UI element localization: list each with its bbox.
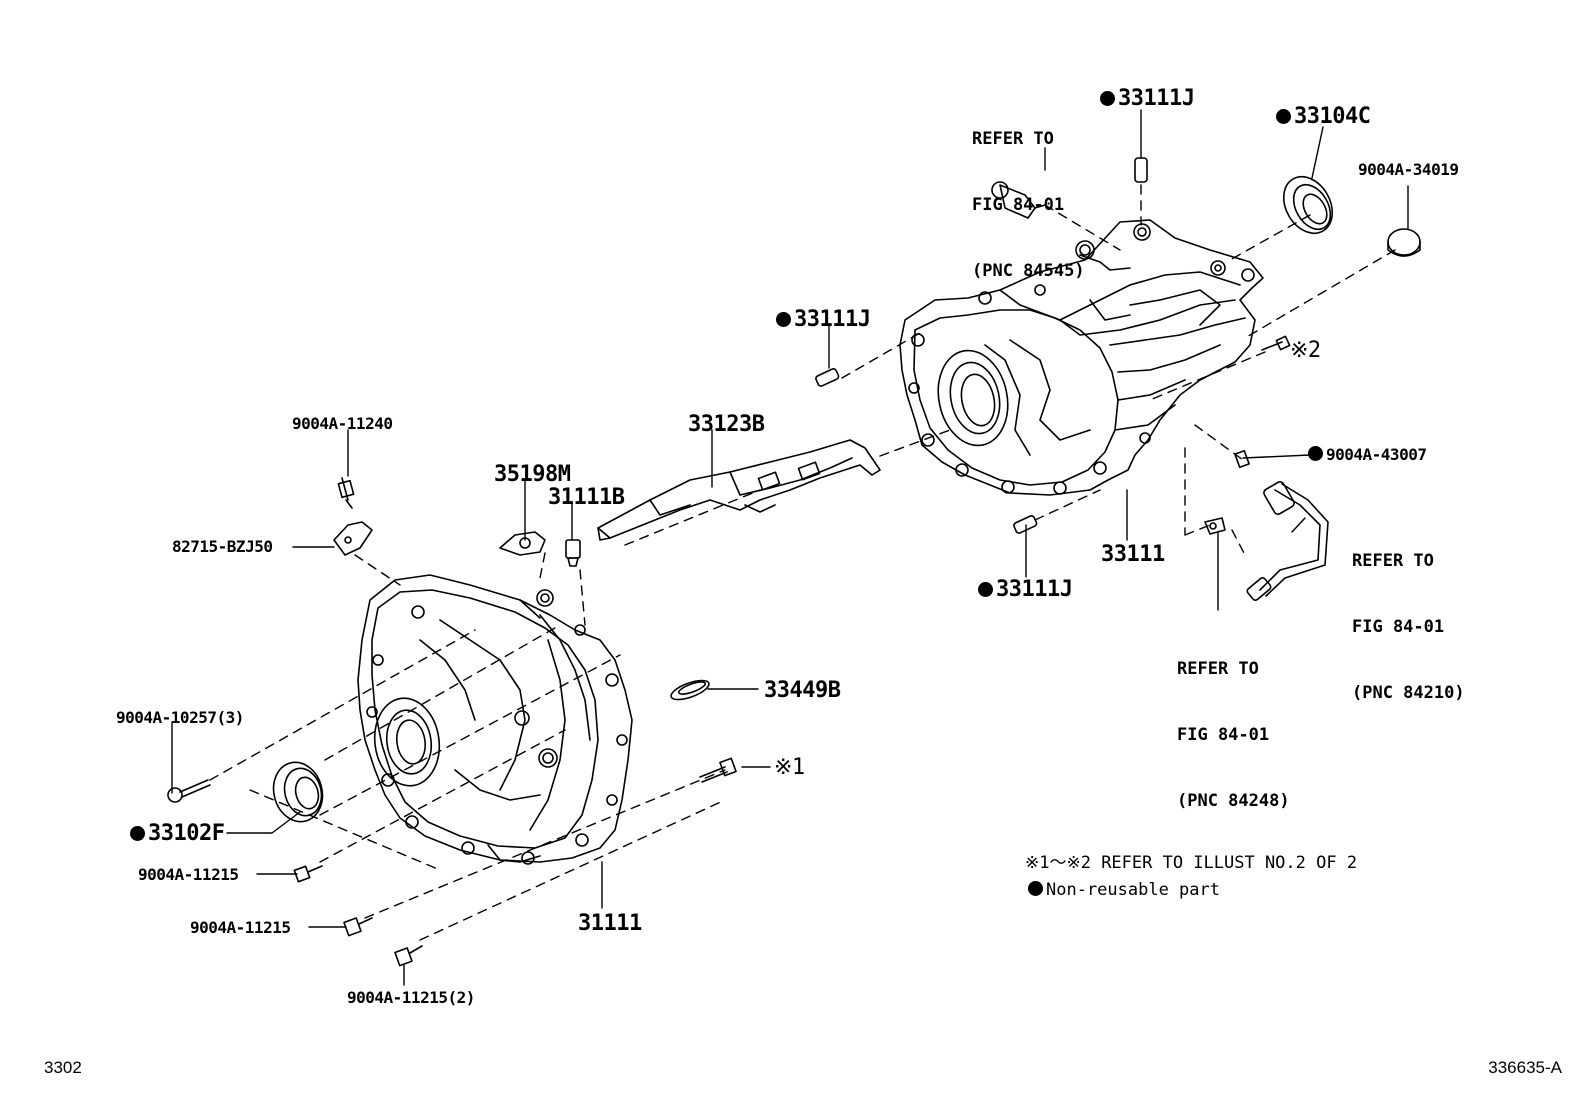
label-33111J-mid: 33111J <box>776 309 871 331</box>
label-9004A-10257: 9004A-10257(3) <box>116 708 244 727</box>
label-33104C: 33104C <box>1276 106 1371 128</box>
footer-left-code: 3302 <box>44 1058 82 1077</box>
transmission-case-33111 <box>899 219 1264 496</box>
non-reusable-dot-icon <box>1028 881 1043 896</box>
label-9004A-11215-b: 9004A-11215 <box>190 918 291 937</box>
pin-33111J-mid <box>815 368 840 387</box>
bolt-9004A-11215-b <box>343 917 373 937</box>
oil-seal-33102F <box>272 761 324 823</box>
oil-seal-33104C <box>1282 175 1334 235</box>
plug-9004A-34019 <box>1387 228 1421 257</box>
label-note1: ※1 <box>774 755 805 780</box>
refer-84210-line2: FIG 84-01 <box>1352 617 1445 637</box>
guide-rail-33123B <box>597 439 881 541</box>
refer-84210-line3: (PNC 84210) <box>1352 683 1465 703</box>
legend-note-line: ※1～※2 REFER TO ILLUST NO.2 OF 2 <box>1025 853 1358 873</box>
refer-84210-line1: REFER TO <box>1352 551 1434 571</box>
label-note2: ※2 <box>1290 338 1321 363</box>
sensor-84210 <box>1246 481 1329 602</box>
label-9004A-11215-a: 9004A-11215 <box>138 865 239 884</box>
plug-31111B <box>565 539 581 567</box>
label-31111B: 31111B <box>548 485 625 510</box>
bolt-note1 <box>699 757 737 783</box>
label-9004A-11240: 9004A-11240 <box>292 414 393 433</box>
label-33111: 33111 <box>1101 542 1165 567</box>
switch-84545 <box>991 181 1046 219</box>
non-reusable-dot-icon <box>1308 446 1323 461</box>
refer-84545-line3: (PNC 84545) <box>972 261 1085 281</box>
magnet-33449B <box>670 679 710 701</box>
label-31111: 31111 <box>578 911 642 936</box>
refer-84545-line1: REFER TO <box>972 129 1054 149</box>
leader-lines <box>171 109 1409 986</box>
refer-84545-line2: FIG 84-01 <box>972 195 1065 215</box>
assembly-dashed-lines <box>209 184 1396 941</box>
transmission-housing-31111 <box>357 574 633 865</box>
bolt-note2 <box>1261 335 1291 351</box>
non-reusable-dot-icon <box>130 826 145 841</box>
bolt-9004A-11215-2 <box>394 945 423 967</box>
refer-84545-block: REFER TO FIG 84-01 (PNC 84545) <box>972 84 1085 326</box>
bolt-9004A-11215-a <box>293 865 323 883</box>
refer-84248-line2: FIG 84-01 <box>1177 725 1270 745</box>
label-35198M: 35198M <box>494 462 571 487</box>
bolt-9004A-10257 <box>167 779 211 803</box>
non-reusable-dot-icon <box>978 582 993 597</box>
pin-33111J-top <box>1134 157 1148 183</box>
refer-84248-block: REFER TO FIG 84-01 (PNC 84248) <box>1177 614 1290 856</box>
refer-84248-line1: REFER TO <box>1177 659 1259 679</box>
label-33449B: 33449B <box>764 678 841 703</box>
refer-84248-line3: (PNC 84248) <box>1177 791 1290 811</box>
bracket-84248 <box>1204 517 1226 535</box>
bracket-35198M <box>499 531 546 556</box>
bolt-9004A-11240 <box>337 477 355 509</box>
non-reusable-dot-icon <box>1100 91 1115 106</box>
bracket-82715 <box>333 521 373 556</box>
non-reusable-dot-icon <box>1276 109 1291 124</box>
label-82715-BZJ50: 82715-BZJ50 <box>172 537 273 556</box>
label-9004A-34019: 9004A-34019 <box>1358 160 1459 179</box>
part-9004A-43007 <box>1234 449 1250 469</box>
pin-33111J-bot <box>1013 515 1038 534</box>
label-33123B: 33123B <box>688 412 765 437</box>
label-33111J-top: 33111J <box>1100 88 1195 110</box>
label-33102F: 33102F <box>130 823 225 845</box>
non-reusable-dot-icon <box>776 312 791 327</box>
legend-non-reusable: Non-reusable part <box>1028 880 1220 900</box>
refer-84210-block: REFER TO FIG 84-01 (PNC 84210) <box>1352 506 1465 748</box>
footer-right-code: 336635-A <box>1488 1058 1562 1077</box>
label-9004A-11215-2: 9004A-11215(2) <box>347 988 475 1007</box>
label-9004A-43007: 9004A-43007 <box>1308 446 1427 463</box>
label-33111J-bot: 33111J <box>978 579 1073 601</box>
